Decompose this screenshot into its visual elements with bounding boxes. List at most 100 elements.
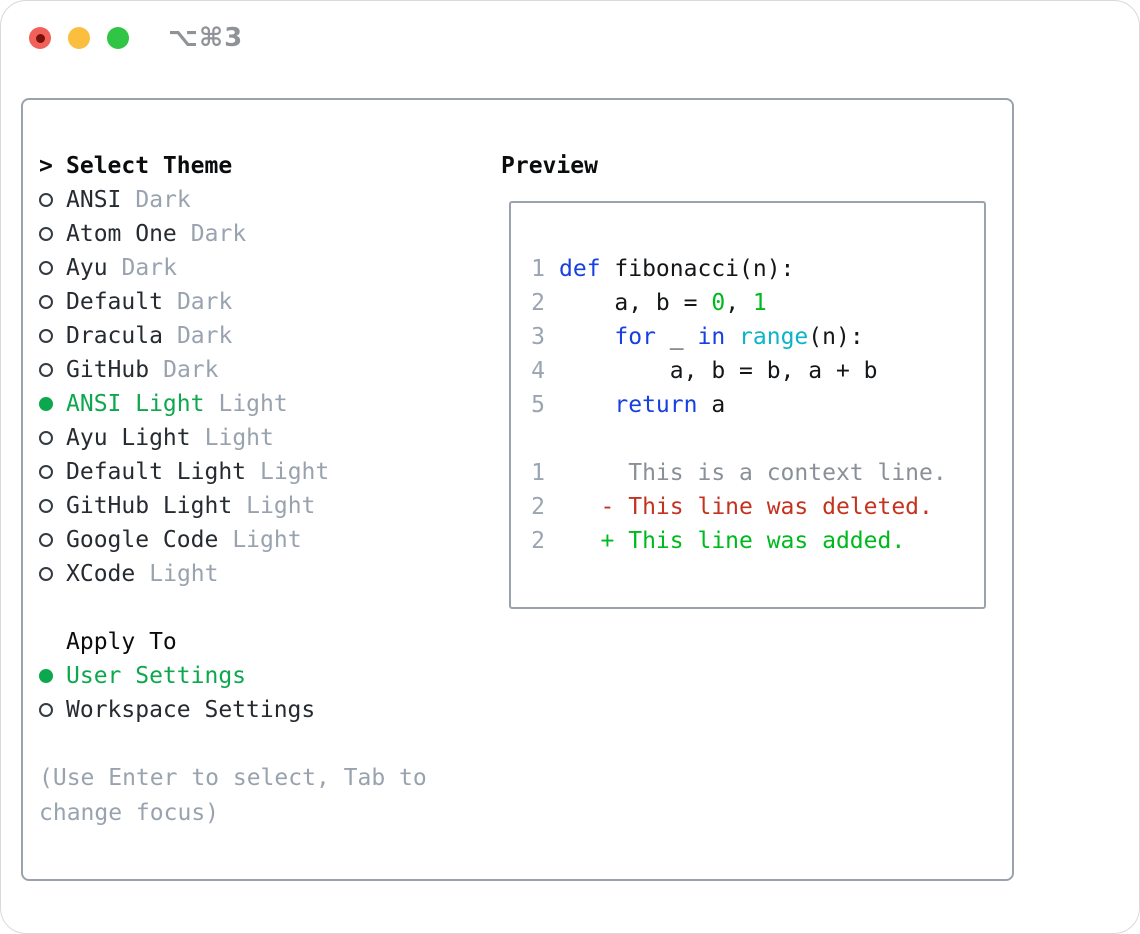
titlebar[interactable]: ⌥⌘3 [1,1,1139,71]
token-code: a [697,392,726,418]
token-kw: def [559,256,615,282]
theme-option[interactable]: Ayu Dark [39,251,501,285]
option-label: Default [66,289,163,315]
token-kw: in [697,324,726,350]
option-label: Default Light [66,459,247,485]
theme-option[interactable]: Default Light Light [39,455,501,489]
token-add: + This line was added. [559,528,906,554]
line-number: 2 [531,290,545,316]
line-number: 2 [531,528,545,554]
line-number: 1 [531,256,545,282]
section-title-apply-to: Apply To [66,629,177,655]
preview-line-code: 3 for _ in range(n): [529,320,974,354]
theme-option[interactable]: GitHub Light Light [39,489,501,523]
preview-line-code: 4 a, b = b, a + b [529,354,974,388]
token-kw: return [614,392,698,418]
option-label: ANSI [66,187,122,213]
close-button[interactable] [29,27,51,49]
line-number: 1 [531,460,545,486]
zoom-button[interactable] [107,27,129,49]
theme-option[interactable]: Default Dark [39,285,501,319]
option-label: XCode [66,561,136,587]
radio-icon [39,363,53,377]
option-label: Google Code [66,527,219,553]
preview-line-code: 1 def fibonacci(n): [529,252,974,286]
variant-badge: Dark [135,187,191,213]
token-num: 1 [752,290,767,316]
apply-to-header-row: Apply To [39,625,501,659]
radio-icon [39,567,53,581]
radio-icon [39,431,53,445]
variant-badge: Light [204,425,274,451]
radio-icon [39,533,53,547]
option-label: GitHub Light [66,493,233,519]
variant-badge: Light [246,493,316,519]
option-label: Workspace Settings [66,697,316,723]
variant-badge: Dark [163,357,219,383]
radio-icon [39,261,53,275]
preview-line-added: 2 + This line was added. [529,524,974,558]
apply-option[interactable]: Workspace Settings [39,693,501,727]
variant-badge: Light [232,527,302,553]
spacer [39,591,501,625]
variant-badge: Light [260,459,330,485]
theme-option[interactable]: Google Code Light [39,523,501,557]
radio-icon [39,227,53,241]
line-number: 4 [531,358,545,384]
token-code: fibonacci(n): [614,256,795,282]
option-label: ANSI Light [66,391,205,417]
token-fn: range [739,324,809,350]
section-title-select-theme: Select Theme [66,153,233,179]
theme-option[interactable]: ANSI Light Light [39,387,501,421]
line-number: 3 [531,324,545,350]
variant-badge: Light [149,561,219,587]
hint-line-2: change focus) [39,800,220,826]
token-code: a, b = b, a + b [559,358,878,384]
variant-badge: Light [218,391,288,417]
token-code: _ [655,324,698,350]
variant-badge: Dark [121,255,177,281]
token-ctx: This is a context line. [559,460,947,486]
token-code [725,324,739,350]
theme-option[interactable]: XCode Light [39,557,501,591]
token-num: 0 [711,290,726,316]
token-code: a, b = [559,290,712,316]
select-theme-header-row: > Select Theme [39,149,501,183]
line-number: 5 [531,392,545,418]
option-label: Ayu [66,255,108,281]
hint-text: (Use Enter to select, Tab to change focu… [39,761,501,831]
radio-selected-icon [39,669,53,683]
section-title-preview: Preview [501,153,598,179]
radio-icon [39,465,53,479]
spacer [39,727,501,761]
token-del: - This line was deleted. [559,494,933,520]
token-code [559,324,614,350]
variant-badge: Dark [176,289,233,315]
line-number: 2 [531,494,545,520]
theme-option[interactable]: GitHub Dark [39,353,501,387]
option-label: GitHub [66,357,150,383]
preview-header-row: Preview [501,149,1012,183]
preview-line-blank [529,422,974,456]
option-label: Atom One [66,221,177,247]
apply-option[interactable]: User Settings [39,659,501,693]
radio-icon [39,295,53,309]
variant-badge: Dark [176,323,233,349]
hint-line-1: (Use Enter to select, Tab to [39,765,427,791]
token-code [559,392,614,418]
preview-line-context: 1 This is a context line. [529,456,974,490]
focus-caret: > [39,153,53,179]
option-label: User Settings [66,663,247,689]
minimize-button[interactable] [68,27,90,49]
token-code: (n): [808,324,864,350]
theme-option[interactable]: ANSI Dark [39,183,501,217]
window-title: ⌥⌘3 [168,23,244,53]
